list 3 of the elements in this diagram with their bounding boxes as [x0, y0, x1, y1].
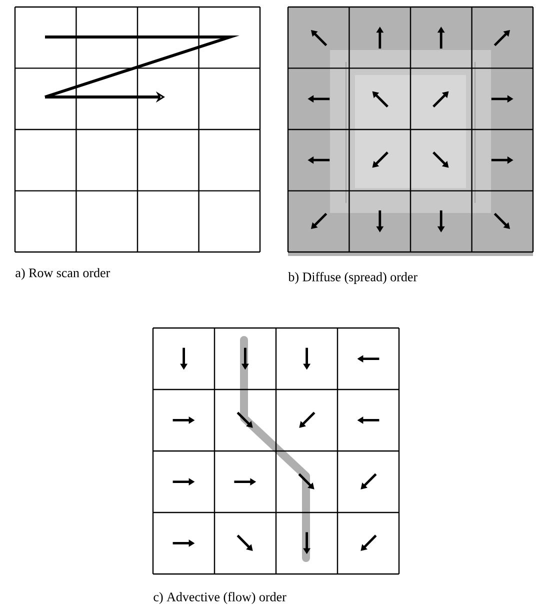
caption: a) Row scan order	[16, 268, 110, 280]
caption: b) Diffuse (spread) order	[288, 272, 418, 284]
caption: c) Advective (flow) order	[154, 592, 286, 604]
